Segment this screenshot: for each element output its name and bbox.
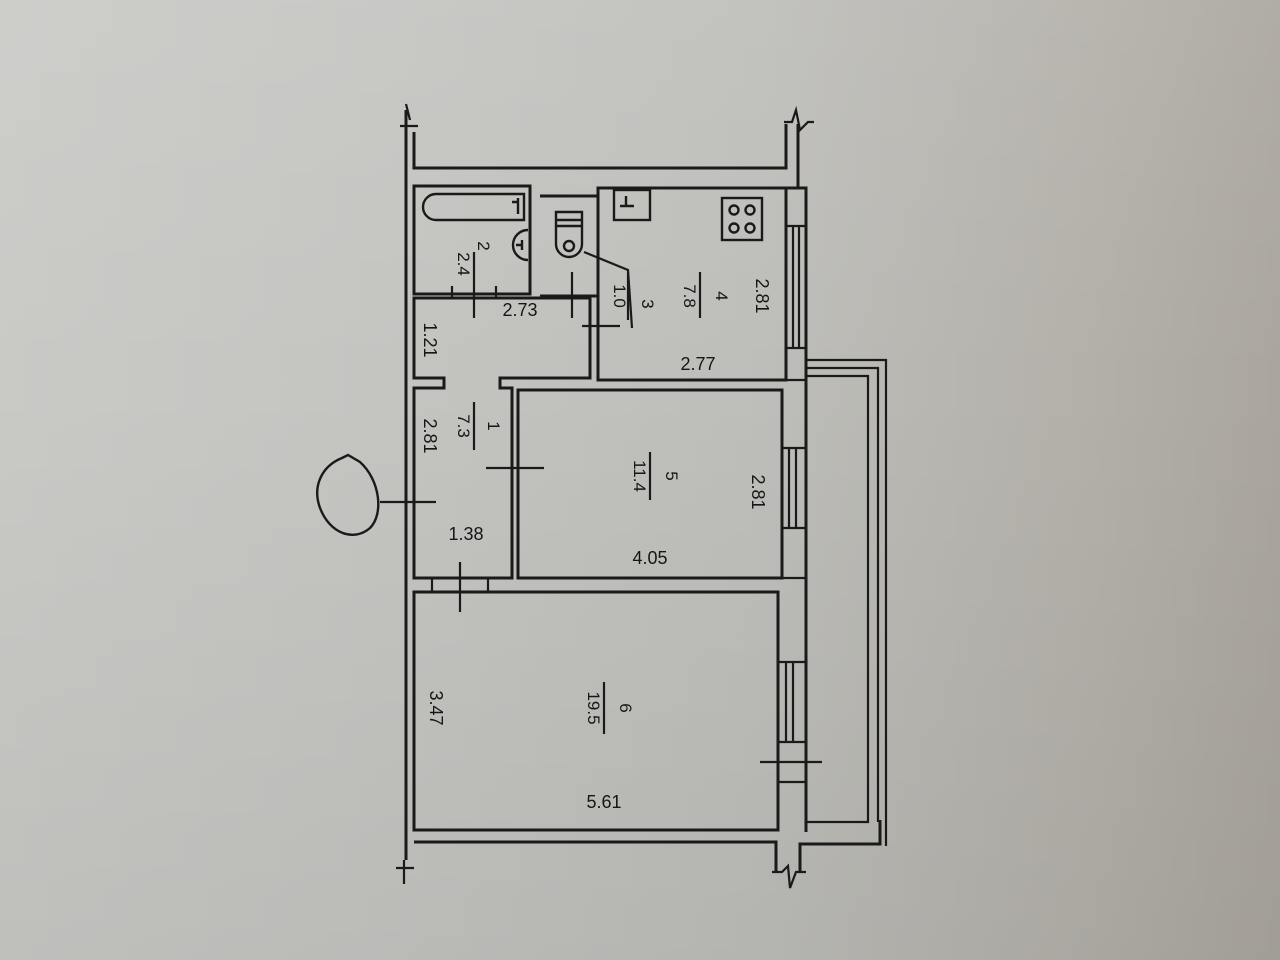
dimension-label: 5.61 [586, 792, 621, 812]
toilet-icon [554, 210, 634, 329]
room-number: 1 [484, 421, 503, 430]
room-area: 11.4 [630, 460, 649, 492]
room-3-label: 1.0 3 [610, 272, 657, 320]
dimension-label: 4.05 [632, 548, 667, 568]
dimension-label: 1.21 [420, 322, 440, 357]
wall-break-mark-bottom-left [396, 860, 414, 884]
stove-icon [720, 196, 764, 242]
wall-break-mark-bottom-right [772, 863, 806, 889]
room-area: 19.5 [584, 691, 603, 724]
room-6-label: 19.5 6 3.47 5.61 [426, 682, 635, 812]
room-1-label: 1.21 7.3 1 2.81 1.38 [420, 322, 503, 544]
room-5-label: 11.4 5 2.81 4.05 [630, 452, 768, 568]
room-4-label: 7.8 4 2.81 2.77 [680, 272, 772, 374]
balcony [806, 358, 888, 846]
kitchen-sink-icon [612, 188, 652, 222]
dimension-label: 1.38 [448, 524, 483, 544]
dimension-label: 3.47 [426, 690, 446, 725]
dimension-label: 2.81 [420, 418, 440, 453]
room-area: 2.4 [454, 252, 473, 276]
room-number: 3 [638, 299, 657, 308]
room-number: 4 [712, 291, 731, 300]
wall-break-mark-top-left [400, 103, 418, 128]
entrance-circle-marker [316, 453, 380, 537]
room-2-label: 2 2.4 [454, 241, 493, 276]
dimension-label: 2.77 [680, 354, 715, 374]
washbasin-icon [511, 228, 529, 262]
dimension-label: 2.73 [502, 300, 537, 320]
room5-window [782, 446, 806, 530]
door-marks [380, 252, 620, 612]
room-number: 2 [474, 241, 493, 250]
dimension-label: 2.81 [748, 474, 768, 509]
room-number: 6 [616, 703, 635, 712]
room-area: 7.8 [680, 284, 699, 308]
room-number: 5 [662, 471, 681, 480]
kitchen-window [786, 224, 806, 350]
room-area: 1.0 [610, 284, 629, 308]
wall-break-mark-top-right [784, 105, 814, 133]
room-area: 7.3 [454, 414, 473, 438]
dimension-label: 2.81 [752, 278, 772, 313]
windows [760, 224, 822, 784]
room6-window [778, 660, 806, 744]
bathtub-icon [421, 192, 526, 222]
interior-walls [412, 184, 808, 832]
